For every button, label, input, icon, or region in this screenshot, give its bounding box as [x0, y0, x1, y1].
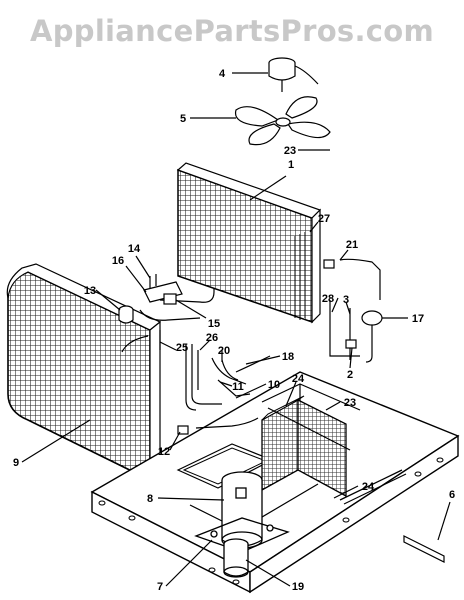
partition-drawing — [261, 395, 407, 505]
fan-blade-drawing — [234, 96, 331, 146]
callout-6: 6 — [449, 489, 455, 501]
callout-11: 11 — [232, 381, 244, 393]
callout-5: 5 — [180, 113, 186, 125]
callout-labels: 4 5 23 1 27 21 14 16 13 15 28 3 17 2 25 … — [13, 68, 455, 593]
evaporator-coil-drawing — [176, 162, 322, 324]
callout-27: 27 — [318, 213, 330, 225]
fan-motor-drawing — [268, 57, 319, 92]
callout-2: 2 — [347, 369, 353, 381]
small-parts-drawing — [118, 259, 445, 563]
callout-12: 12 — [158, 446, 170, 458]
callout-7: 7 — [157, 581, 163, 593]
callout-15: 15 — [208, 318, 220, 330]
callout-21: 21 — [346, 239, 358, 251]
leader-lines — [21, 72, 451, 587]
callout-26: 26 — [206, 332, 218, 344]
callout-20: 20 — [218, 345, 230, 357]
tubing-drawing — [139, 258, 381, 429]
compressor-drawing — [194, 471, 290, 578]
callout-8: 8 — [147, 493, 153, 505]
callout-18: 18 — [282, 351, 294, 363]
callout-23b: 23 — [344, 397, 356, 409]
callout-23: 23 — [284, 145, 296, 157]
callout-25: 25 — [176, 342, 188, 354]
callout-10: 10 — [268, 379, 280, 391]
callout-16: 16 — [112, 255, 124, 267]
callout-24: 24 — [292, 373, 305, 385]
callout-24b: 24 — [362, 481, 375, 493]
callout-17: 17 — [412, 313, 424, 325]
callout-14: 14 — [128, 243, 141, 255]
callout-19: 19 — [292, 581, 304, 593]
watermark: AppliancePartsPros.com — [29, 14, 435, 48]
callout-1: 1 — [288, 159, 294, 171]
callout-9: 9 — [13, 457, 19, 469]
callout-4: 4 — [219, 68, 226, 80]
callout-13: 13 — [84, 285, 96, 297]
callout-28: 28 — [322, 293, 334, 305]
callout-3: 3 — [343, 294, 349, 306]
